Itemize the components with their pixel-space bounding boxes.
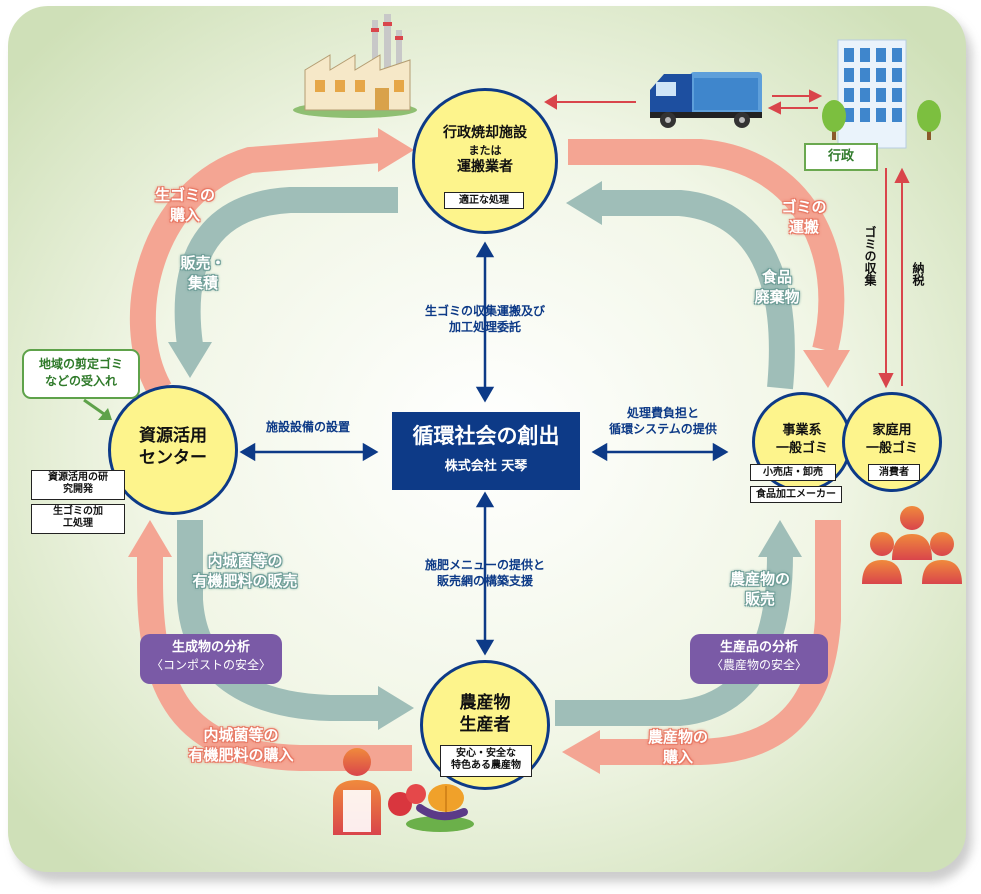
analysis-right-sub: 〈農産物の安全〉 (710, 657, 807, 672)
resource-center-tag-processing: 生ゴミの加工処理 (31, 504, 125, 534)
tax-label: 納税 (911, 262, 925, 286)
link-top-label: 生ゴミの収集運搬及び 加工処理委託 (395, 304, 575, 335)
link-right-line1: 処理費負担と (626, 406, 699, 420)
people-icon (862, 506, 962, 584)
food-waste-line2: 廃棄物 (754, 287, 800, 306)
analysis-right: 生産品の分析 〈農産物の安全〉 (690, 634, 828, 684)
resource-center-line2: センター (139, 448, 207, 468)
incineration-tag: 適正な処理 (444, 192, 524, 209)
arrow-produce-sales-head (758, 520, 802, 557)
link-top-line1: 生ゴミの収集運搬及び (424, 304, 545, 318)
label-food-waste: 食品 廃棄物 (732, 268, 822, 307)
label-garbage-transport: ゴミの 運搬 (764, 198, 844, 237)
produce-sales-line2: 販売 (744, 589, 775, 608)
arrow-food-waste-head (566, 181, 602, 225)
link-left-label: 施設設備の設置 (265, 420, 350, 434)
analysis-left-title: 生成物の分析 (171, 640, 250, 655)
analysis-left: 生成物の分析 〈コンポストの安全〉 (140, 634, 282, 684)
arrow-garbage-transport-head (803, 350, 850, 388)
label-sell-collect: 販売・ 集積 (168, 254, 238, 293)
household-waste-line1: 家庭用 (872, 423, 912, 438)
government-links (544, 89, 910, 389)
center-title: 循環社会の創出 (412, 424, 560, 448)
farmer-icon (333, 748, 381, 835)
government-box: 行政 (804, 143, 878, 171)
fertilizer-sales-line2: 有機肥料の販売 (192, 571, 298, 590)
buy-garbage-line1: 生ゴミの (154, 186, 215, 204)
resource-center-line1: 資源活用 (139, 426, 207, 446)
arrow-produce-buy-head (562, 730, 600, 774)
label-fertilizer-sales: 内城菌等の 有機肥料の販売 (160, 552, 330, 591)
household-waste-line2: 一般ゴミ (865, 441, 918, 456)
link-bottom-label: 施肥メニューの提供と 販売網の構築支援 (395, 558, 575, 589)
arrow-buy-garbage (129, 137, 381, 397)
label-produce-buy: 農産物の 購入 (628, 728, 728, 767)
node-household-waste: 家庭用 一般ゴミ (842, 392, 942, 492)
center-links (239, 241, 729, 656)
arrow-buy-garbage-head (378, 128, 414, 172)
node-resource-center: 資源活用 センター (108, 385, 238, 515)
arrow-fertilizer-sales-head (378, 686, 414, 730)
business-tag-maker: 食品加工メーカー (750, 486, 842, 503)
building-icon (837, 39, 907, 149)
garbage-collection-label: ゴミの収集 (863, 226, 877, 286)
center-company: 株式会社 天琴 (444, 459, 528, 475)
arrow-fertilizer-buy-head (128, 520, 172, 557)
arrow-sell-collect-head (168, 342, 212, 378)
tree-icon (822, 100, 941, 140)
incineration-line2: または (468, 144, 502, 157)
arrow-food-waste (600, 190, 795, 390)
fertilizer-buy-line1: 内城菌等の (203, 726, 279, 744)
sell-collect-line2: 集積 (187, 273, 218, 292)
link-right-line2: 循環システムの提供 (609, 421, 717, 436)
label-buy-garbage: 生ゴミの 購入 (140, 186, 230, 225)
resource-center-tag-processing-text: 生ゴミの加工処理 (53, 506, 103, 529)
resource-center-tag-research: 資源活用の研究開発 (31, 470, 125, 500)
sell-collect-line1: 販売・ (180, 254, 226, 272)
label-fertilizer-buy: 内城菌等の 有機肥料の購入 (156, 726, 326, 765)
farmer-tag: 安心・安全な 特色ある農産物 (440, 745, 532, 777)
produce-buy-line2: 購入 (662, 747, 693, 766)
produce-buy-line1: 農産物の (647, 728, 708, 746)
pruning-box: 地域の剪定ゴミ などの受入れ (22, 349, 140, 399)
farmer-tag-line2: 特色ある農産物 (451, 760, 521, 771)
farmer-tag-line1: 安心・安全な (456, 748, 516, 759)
farmer-line2: 生産者 (459, 715, 511, 735)
analysis-right-title: 生産品の分析 (719, 640, 798, 655)
link-bottom-line1: 施肥メニューの提供と (424, 558, 545, 572)
label-produce-sales: 農産物の 販売 (710, 570, 810, 609)
vegetables-icon (388, 784, 474, 832)
garbage-transport-line1: ゴミの (781, 198, 827, 216)
produce-sales-line1: 農産物の (729, 570, 790, 588)
arrow-fertilizer-buy (137, 555, 412, 771)
factory-icon (293, 14, 417, 118)
fertilizer-sales-line1: 内城菌等の (207, 552, 283, 570)
arrow-garbage-transport (568, 139, 845, 354)
resource-center-tag-research-text: 資源活用の研究開発 (48, 472, 108, 495)
buy-garbage-line2: 購入 (169, 205, 200, 224)
household-tag: 消費者 (868, 464, 920, 481)
center-box: 循環社会の創出 株式会社 天琴 (392, 412, 580, 490)
analysis-left-sub: 〈コンポストの安全〉 (150, 657, 271, 672)
truck-icon (650, 72, 762, 128)
garbage-transport-line2: 運搬 (788, 217, 819, 236)
pruning-line2: などの受入れ (44, 373, 117, 388)
business-waste-line2: 一般ゴミ (775, 441, 828, 456)
incineration-line3: 運搬業者 (457, 159, 513, 175)
food-waste-line1: 食品 (761, 268, 792, 286)
node-incineration: 行政焼却施設 または 運搬業者 (412, 88, 558, 234)
business-waste-line1: 事業系 (782, 423, 822, 438)
farmer-line1: 農産物 (459, 693, 511, 713)
pruning-line1: 地域の剪定ゴミ (38, 357, 123, 371)
link-top-line2: 加工処理委託 (448, 319, 521, 334)
fertilizer-buy-line2: 有機肥料の購入 (188, 745, 294, 764)
link-bottom-line2: 販売網の構築支援 (436, 573, 533, 588)
arrow-sell-collect (174, 187, 398, 347)
incineration-line1: 行政焼却施設 (443, 125, 527, 141)
link-right-label: 処理費負担と 循環システムの提供 (588, 406, 738, 437)
business-tag-retail: 小売店・卸売 (750, 464, 836, 481)
